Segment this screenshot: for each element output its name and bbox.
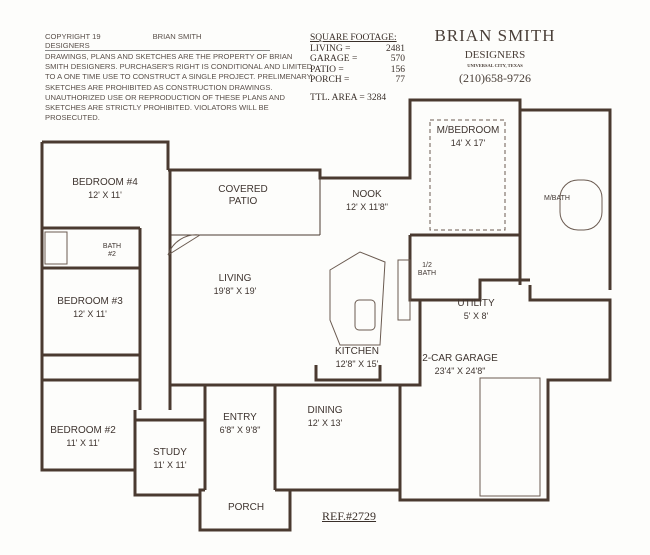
brand-block: BRIAN SMITH DESIGNERS UNIVERSAL CITY, TE… xyxy=(420,26,570,86)
sqft-row: PORCH =77 xyxy=(310,75,405,85)
total-area: TTL. AREA = 3284 xyxy=(310,92,387,103)
reference-number: REF.#2729 xyxy=(322,509,377,523)
brand-location: UNIVERSAL CITY, TEXAS xyxy=(467,63,523,68)
room-porch: PORCH xyxy=(227,502,265,513)
square-footage-table: SQUARE FOOTAGE: LIVING =2481 GARAGE =570… xyxy=(310,33,405,103)
sqft-row: PATIO =156 xyxy=(310,64,405,75)
room-master-bath: M/BATH xyxy=(544,195,570,202)
sqft-row: GARAGE =570 xyxy=(310,54,405,64)
room-bath-2: BATH#2 xyxy=(102,243,122,258)
brand-phone: (210)658-9726 xyxy=(459,71,531,85)
brand-sub: DESIGNERS xyxy=(464,49,526,61)
sqft-row: LIVING =2481 xyxy=(310,43,405,54)
brand-name: BRIAN SMITH xyxy=(434,26,556,45)
legal-notice: DRAWINGS, PLANS AND SKETCHES ARE THE PRO… xyxy=(45,52,313,123)
square-footage-title: SQUARE FOOTAGE: xyxy=(310,33,397,43)
